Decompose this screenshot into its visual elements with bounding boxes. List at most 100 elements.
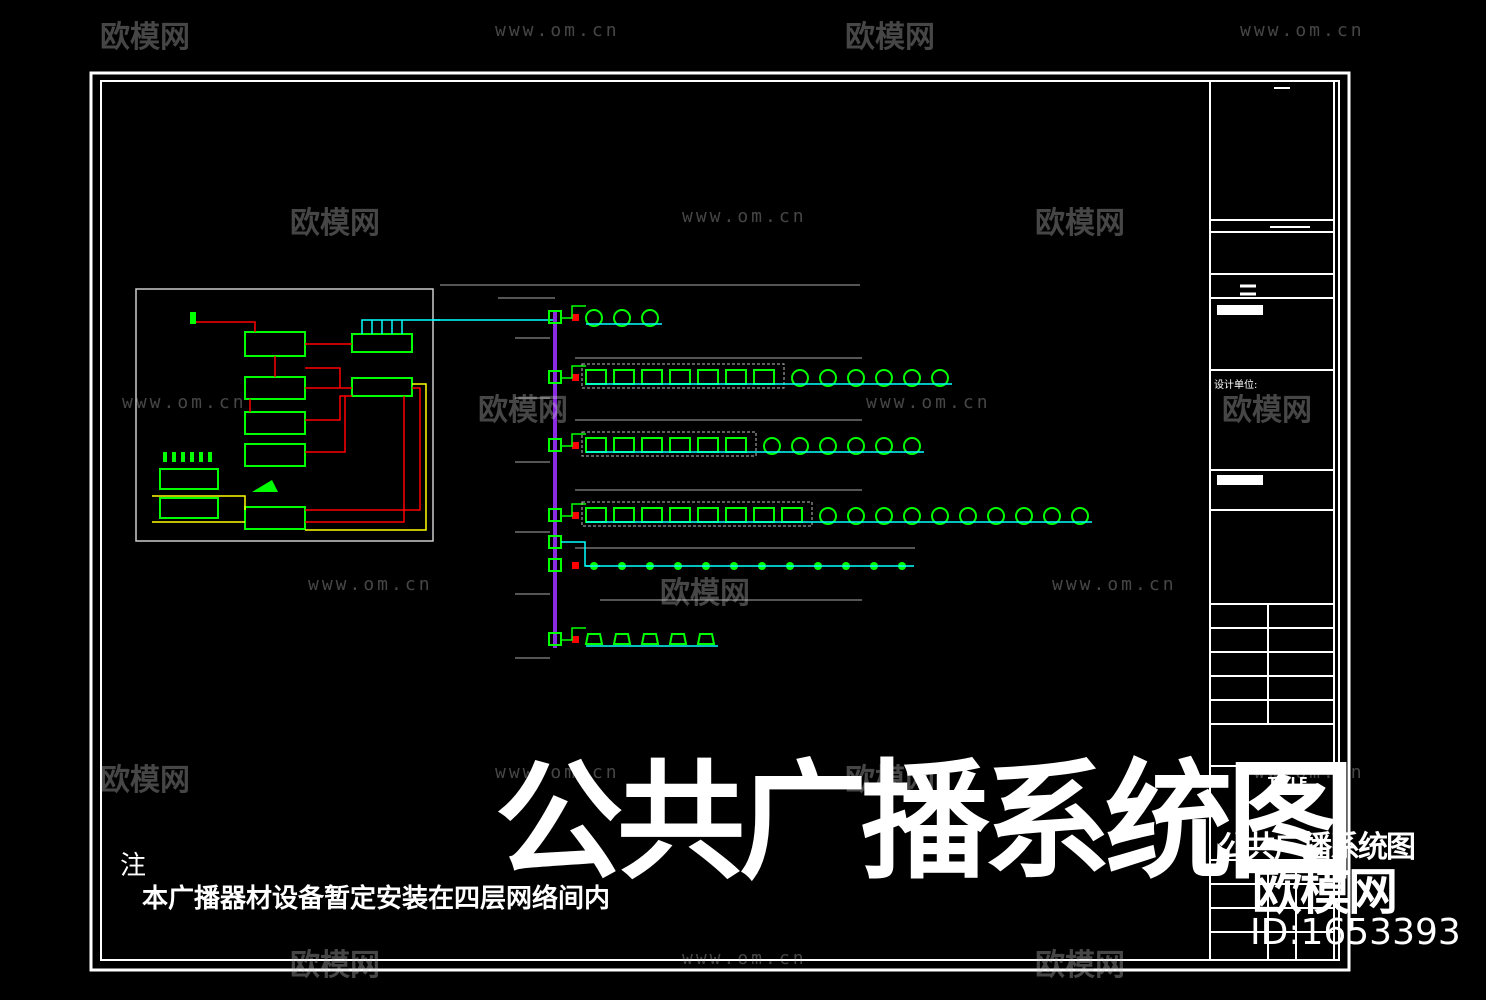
volume-control-speaker [641, 437, 663, 453]
watermark-url: www.om.cn [308, 574, 433, 595]
speaker-branches [548, 305, 1092, 647]
ceiling-speaker [819, 369, 837, 387]
watermark-brand: 欧模网 [478, 393, 568, 428]
ceiling-speaker [847, 369, 865, 387]
ceiling-speaker [959, 507, 977, 525]
note-text: 本广播器材设备暂定安装在四层网络间内 [142, 884, 611, 914]
watermark-url: www.om.cn [682, 206, 807, 227]
junction-box [548, 508, 562, 522]
watermark-logo: 欧模网 [1252, 862, 1398, 921]
ceiling-speaker [903, 437, 921, 455]
watermark-brand: 欧模网 [1035, 206, 1125, 241]
ceiling-speaker [987, 507, 1005, 525]
ceiling-speaker [1043, 507, 1061, 525]
drawing-frame [89, 71, 1351, 972]
junction-marker [572, 562, 579, 569]
watermark-url: www.om.cn [866, 392, 991, 413]
watermark-url: www.om.cn [122, 392, 247, 413]
volume-control-speaker [613, 507, 635, 523]
junction-marker [572, 512, 579, 519]
volume-control-speaker [641, 369, 663, 385]
watermark-url: www.om.cn [1240, 762, 1365, 783]
ceiling-speaker [791, 437, 809, 455]
watermark-brand: 欧模网 [290, 948, 380, 983]
ceiling-speaker [791, 369, 809, 387]
drawing-title: 公共广播系统图 [495, 747, 1355, 897]
riser-trunk [433, 284, 915, 659]
junction-box [548, 558, 562, 572]
watermark-brand: 欧模网 [660, 576, 750, 611]
speaker-group-box [581, 431, 757, 457]
watermark-brand: 欧模网 [290, 206, 380, 241]
junction-marker [572, 314, 579, 321]
title-block-title-label: TITLE [1268, 776, 1308, 791]
ceiling-speaker [641, 309, 659, 327]
volume-control-speaker [753, 369, 775, 385]
ceiling-speaker [819, 507, 837, 525]
equipment-rack [135, 288, 440, 542]
junction-marker [572, 636, 579, 643]
watermark-brand: 欧模网 [100, 20, 190, 55]
junction-marker [572, 442, 579, 449]
ceiling-speaker [1015, 507, 1033, 525]
watermark-brand: 欧模网 [1222, 393, 1312, 428]
branch-feed [561, 305, 586, 319]
volume-control-speaker [641, 507, 663, 523]
volume-control-speaker [613, 369, 635, 385]
junction-marker [572, 374, 579, 381]
junction-box [548, 632, 562, 646]
horn-speaker [696, 633, 716, 645]
volume-control-speaker [669, 507, 691, 523]
junction-box [548, 370, 562, 384]
title-block [1209, 80, 1335, 961]
ceiling-speaker [903, 507, 921, 525]
speaker-group-box [581, 363, 785, 389]
volume-control-speaker [725, 437, 747, 453]
watermark-id: ID:1653393 [1250, 912, 1461, 953]
title-block-designer-label: 设计单位: [1214, 380, 1258, 391]
volume-control-speaker [725, 369, 747, 385]
junction-box [548, 438, 562, 452]
ceiling-speaker [875, 437, 893, 455]
watermark-brand: 欧模网 [100, 763, 190, 798]
speaker-group-box [581, 501, 813, 527]
branch-feed [561, 365, 586, 379]
note-label: 注 [120, 851, 147, 881]
ceiling-speaker [819, 437, 837, 455]
volume-control-speaker [753, 507, 775, 523]
title-block-title: 公共广播系统图 [1218, 830, 1416, 865]
watermark-url: www.om.cn [495, 20, 620, 41]
watermark-url: www.om.cn [495, 762, 620, 783]
junction-box [548, 310, 562, 324]
ceiling-speaker [847, 507, 865, 525]
watermark-brand: 欧模网 [1035, 948, 1125, 983]
horn-speaker [668, 633, 688, 645]
branch-feed [561, 503, 586, 517]
horn-speaker [640, 633, 660, 645]
ceiling-speaker [1071, 507, 1089, 525]
watermark-url: www.om.cn [1052, 574, 1177, 595]
ceiling-speaker [585, 309, 603, 327]
volume-control-speaker [725, 507, 747, 523]
ceiling-speaker [613, 309, 631, 327]
volume-control-speaker [585, 507, 607, 523]
ceiling-speaker [875, 369, 893, 387]
watermark-brand: 欧模网 [845, 20, 935, 55]
ceiling-speaker [763, 437, 781, 455]
ceiling-speaker [875, 507, 893, 525]
volume-control-speaker [669, 437, 691, 453]
volume-control-speaker [697, 507, 719, 523]
ceiling-speaker [847, 437, 865, 455]
watermark-brand: 欧模网 [845, 763, 935, 798]
horn-speaker [612, 633, 632, 645]
ceiling-speaker [931, 369, 949, 387]
ceiling-speaker [903, 369, 921, 387]
horn-speaker [584, 633, 604, 645]
branch-feed [561, 627, 586, 641]
volume-control-speaker [781, 507, 803, 523]
volume-control-speaker [613, 437, 635, 453]
volume-control-speaker [697, 437, 719, 453]
watermark-url: www.om.cn [682, 948, 807, 969]
watermark-url: www.om.cn [1240, 20, 1365, 41]
volume-control-speaker [669, 369, 691, 385]
